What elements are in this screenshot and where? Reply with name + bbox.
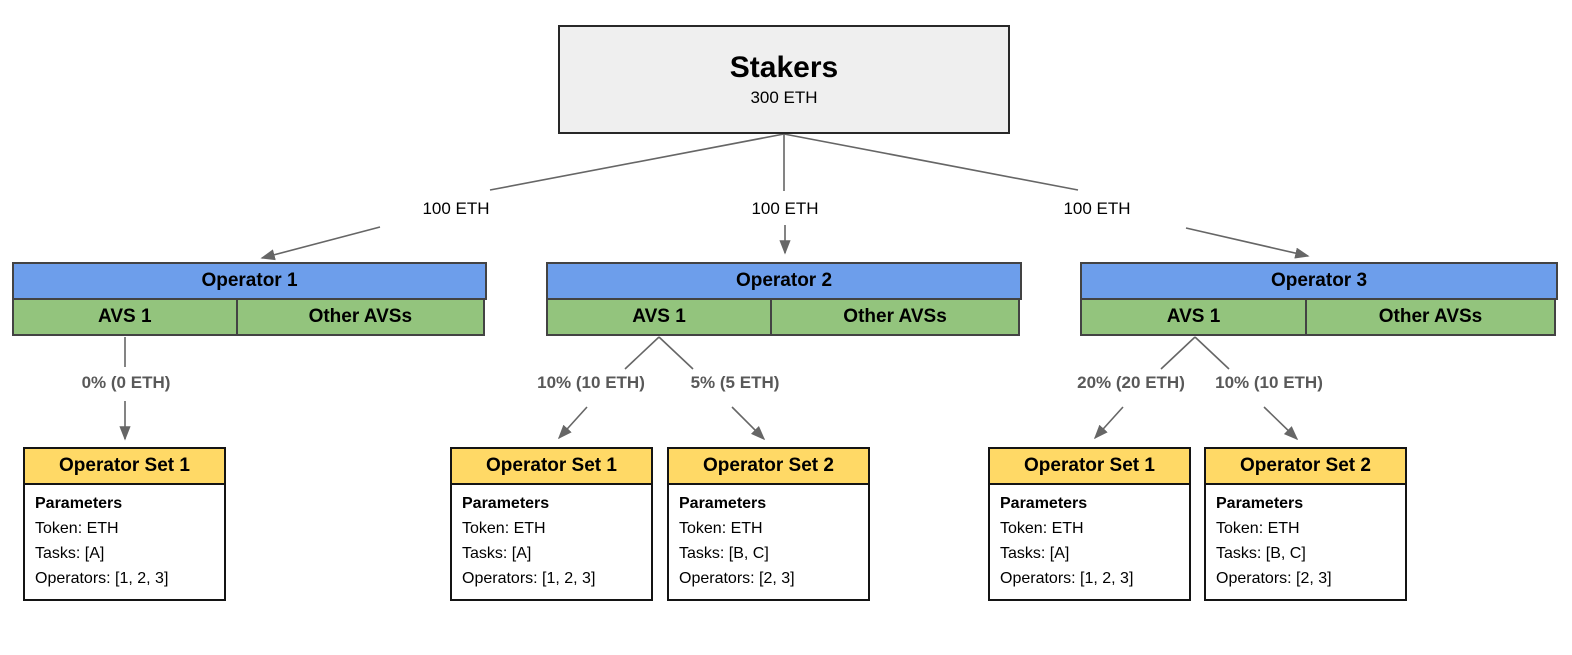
edge-op3-avs-left	[1160, 336, 1196, 370]
delegation-label-1: 100 ETH	[422, 199, 490, 218]
allocation-label-op2-set2: 5% (5 ETH)	[690, 373, 780, 392]
operator-set-title: Operator Set 1	[450, 447, 653, 485]
operator-set-title: Operator Set 1	[23, 447, 226, 485]
operator-set-title: Operator Set 2	[667, 447, 870, 485]
operator-3-title: Operator 3	[1080, 262, 1558, 300]
edge-stakers-right	[783, 133, 1079, 191]
arrow-to-operator-3	[1185, 227, 1310, 259]
params-heading: Parameters	[679, 495, 767, 512]
param-tasks: Tasks: [A]	[462, 545, 532, 562]
operator-set-params: Parameters Token: ETH Tasks: [A] Operato…	[988, 483, 1191, 601]
allocation-label-op3-set2: 10% (10 ETH)	[1215, 373, 1323, 392]
edge-op2-avs-right	[658, 336, 694, 370]
params-heading: Parameters	[1000, 495, 1088, 512]
edge-op3-avs-right	[1194, 336, 1230, 370]
params-heading: Parameters	[1216, 495, 1304, 512]
operator-1-avs1-cell: AVS 1	[12, 298, 238, 336]
op3-operator-set-1: Operator Set 1 Parameters Token: ETH Tas…	[988, 447, 1191, 601]
op3-operator-set-2: Operator Set 2 Parameters Token: ETH Tas…	[1204, 447, 1407, 601]
params-heading: Parameters	[35, 495, 123, 512]
param-tasks: Tasks: [A]	[1000, 545, 1070, 562]
operator-2-avs-row: AVS 1 Other AVSs	[546, 298, 1022, 336]
stakers-box: Stakers 300 ETH	[558, 25, 1010, 134]
operator-set-params: Parameters Token: ETH Tasks: [A] Operato…	[23, 483, 226, 601]
param-tasks: Tasks: [B, C]	[679, 545, 769, 562]
param-operators: Operators: [2, 3]	[679, 570, 795, 587]
operator-set-title: Operator Set 2	[1204, 447, 1407, 485]
operator-1-title: Operator 1	[12, 262, 487, 300]
operator-3-avs-row: AVS 1 Other AVSs	[1080, 298, 1558, 336]
param-token: Token: ETH	[1000, 520, 1084, 537]
edge-op2-avs-left	[624, 336, 660, 370]
arrow-op2-set2	[731, 406, 766, 441]
param-token: Token: ETH	[679, 520, 763, 537]
operator-1-other-cell: Other AVSs	[235, 298, 485, 336]
arrow-to-operator-1	[260, 226, 381, 261]
allocation-label-op1-set1: 0% (0 ETH)	[81, 373, 171, 392]
operator-set-title: Operator Set 1	[988, 447, 1191, 485]
param-tasks: Tasks: [A]	[35, 545, 105, 562]
op2-operator-set-1: Operator Set 1 Parameters Token: ETH Tas…	[450, 447, 653, 601]
operator-1-avs-row: AVS 1 Other AVSs	[12, 298, 487, 336]
op1-operator-set-1: Operator Set 1 Parameters Token: ETH Tas…	[23, 447, 226, 601]
delegation-label-3: 100 ETH	[1063, 199, 1131, 218]
params-heading: Parameters	[462, 495, 550, 512]
operator-3-avs1-cell: AVS 1	[1080, 298, 1308, 336]
edge-stakers-left	[489, 133, 785, 191]
param-token: Token: ETH	[462, 520, 546, 537]
operator-2-other-cell: Other AVSs	[770, 298, 1020, 336]
param-token: Token: ETH	[35, 520, 119, 537]
param-tasks: Tasks: [B, C]	[1216, 545, 1306, 562]
operator-2-avs1-cell: AVS 1	[546, 298, 773, 336]
delegation-label-2: 100 ETH	[751, 199, 819, 218]
allocation-label-op2-set1: 10% (10 ETH)	[537, 373, 645, 392]
allocation-label-op3-set1: 20% (20 ETH)	[1077, 373, 1185, 392]
arrow-op2-set1	[557, 406, 588, 440]
stakers-amount: 300 ETH	[750, 88, 818, 107]
operator-2-title: Operator 2	[546, 262, 1022, 300]
operator-3-box: Operator 3 AVS 1 Other AVSs	[1080, 262, 1558, 336]
operator-3-other-cell: Other AVSs	[1305, 298, 1556, 336]
operator-set-params: Parameters Token: ETH Tasks: [A] Operato…	[450, 483, 653, 601]
param-operators: Operators: [1, 2, 3]	[35, 570, 169, 587]
operator-2-box: Operator 2 AVS 1 Other AVSs	[546, 262, 1022, 336]
operator-set-params: Parameters Token: ETH Tasks: [B, C] Oper…	[1204, 483, 1407, 601]
operator-set-params: Parameters Token: ETH Tasks: [B, C] Oper…	[667, 483, 870, 601]
param-operators: Operators: [2, 3]	[1216, 570, 1332, 587]
operator-1-box: Operator 1 AVS 1 Other AVSs	[12, 262, 487, 336]
arrow-op3-set1	[1093, 406, 1124, 440]
arrow-op3-set2	[1263, 406, 1299, 441]
param-operators: Operators: [1, 2, 3]	[462, 570, 596, 587]
stakers-title: Stakers	[729, 51, 839, 84]
param-operators: Operators: [1, 2, 3]	[1000, 570, 1134, 587]
param-token: Token: ETH	[1216, 520, 1300, 537]
op2-operator-set-2: Operator Set 2 Parameters Token: ETH Tas…	[667, 447, 870, 601]
